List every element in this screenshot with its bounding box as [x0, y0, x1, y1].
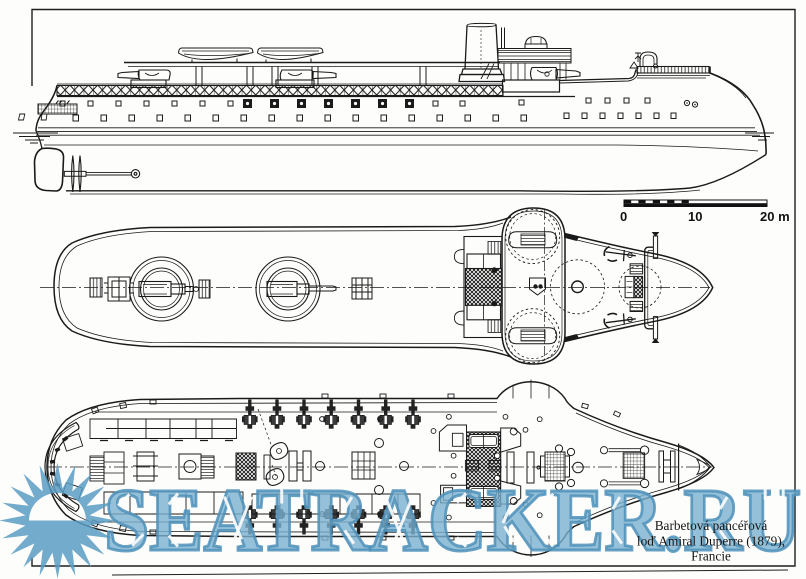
svg-text:Barbetová pancéřová: Barbetová pancéřová: [655, 518, 768, 533]
svg-text:SEATRACKER.RU: SEATRACKER.RU: [104, 471, 801, 570]
svg-text:20 m: 20 m: [760, 209, 790, 224]
svg-text:Francie: Francie: [691, 549, 731, 564]
svg-text:0: 0: [620, 209, 627, 224]
svg-text:10: 10: [688, 209, 702, 224]
svg-text:loď Amiral Duperre (1879),: loď Amiral Duperre (1879),: [637, 534, 785, 549]
